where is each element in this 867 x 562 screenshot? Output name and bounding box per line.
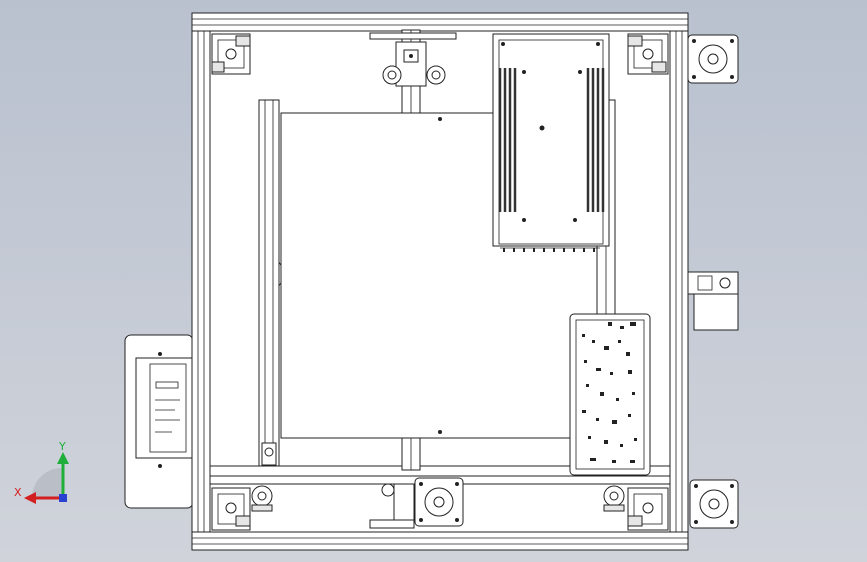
corner-bracket-top-left[interactable] bbox=[211, 33, 251, 75]
bottom-pulley-left[interactable] bbox=[251, 485, 273, 512]
z-extrusion-left[interactable] bbox=[258, 99, 284, 467]
right-idler-block[interactable] bbox=[687, 271, 739, 331]
stepper-motor-bottom-right[interactable] bbox=[689, 479, 739, 529]
bottom-pulley-right[interactable] bbox=[603, 485, 625, 512]
control-board[interactable] bbox=[569, 313, 651, 476]
corner-bracket-bottom-right[interactable] bbox=[627, 487, 669, 531]
stepper-motor-top-right[interactable] bbox=[687, 34, 739, 84]
top-carriage[interactable] bbox=[369, 32, 457, 87]
axis-label-y: Y bbox=[59, 440, 66, 453]
power-supply[interactable] bbox=[492, 33, 610, 252]
corner-bracket-bottom-left[interactable] bbox=[211, 487, 251, 531]
side-module-left[interactable] bbox=[124, 334, 194, 509]
corner-bracket-top-right[interactable] bbox=[627, 33, 669, 75]
axis-label-x: X bbox=[14, 486, 22, 499]
bottom-pulley-center[interactable] bbox=[369, 483, 415, 529]
axis-triad-icon bbox=[24, 452, 69, 504]
stepper-motor-bottom-center[interactable] bbox=[414, 477, 464, 527]
